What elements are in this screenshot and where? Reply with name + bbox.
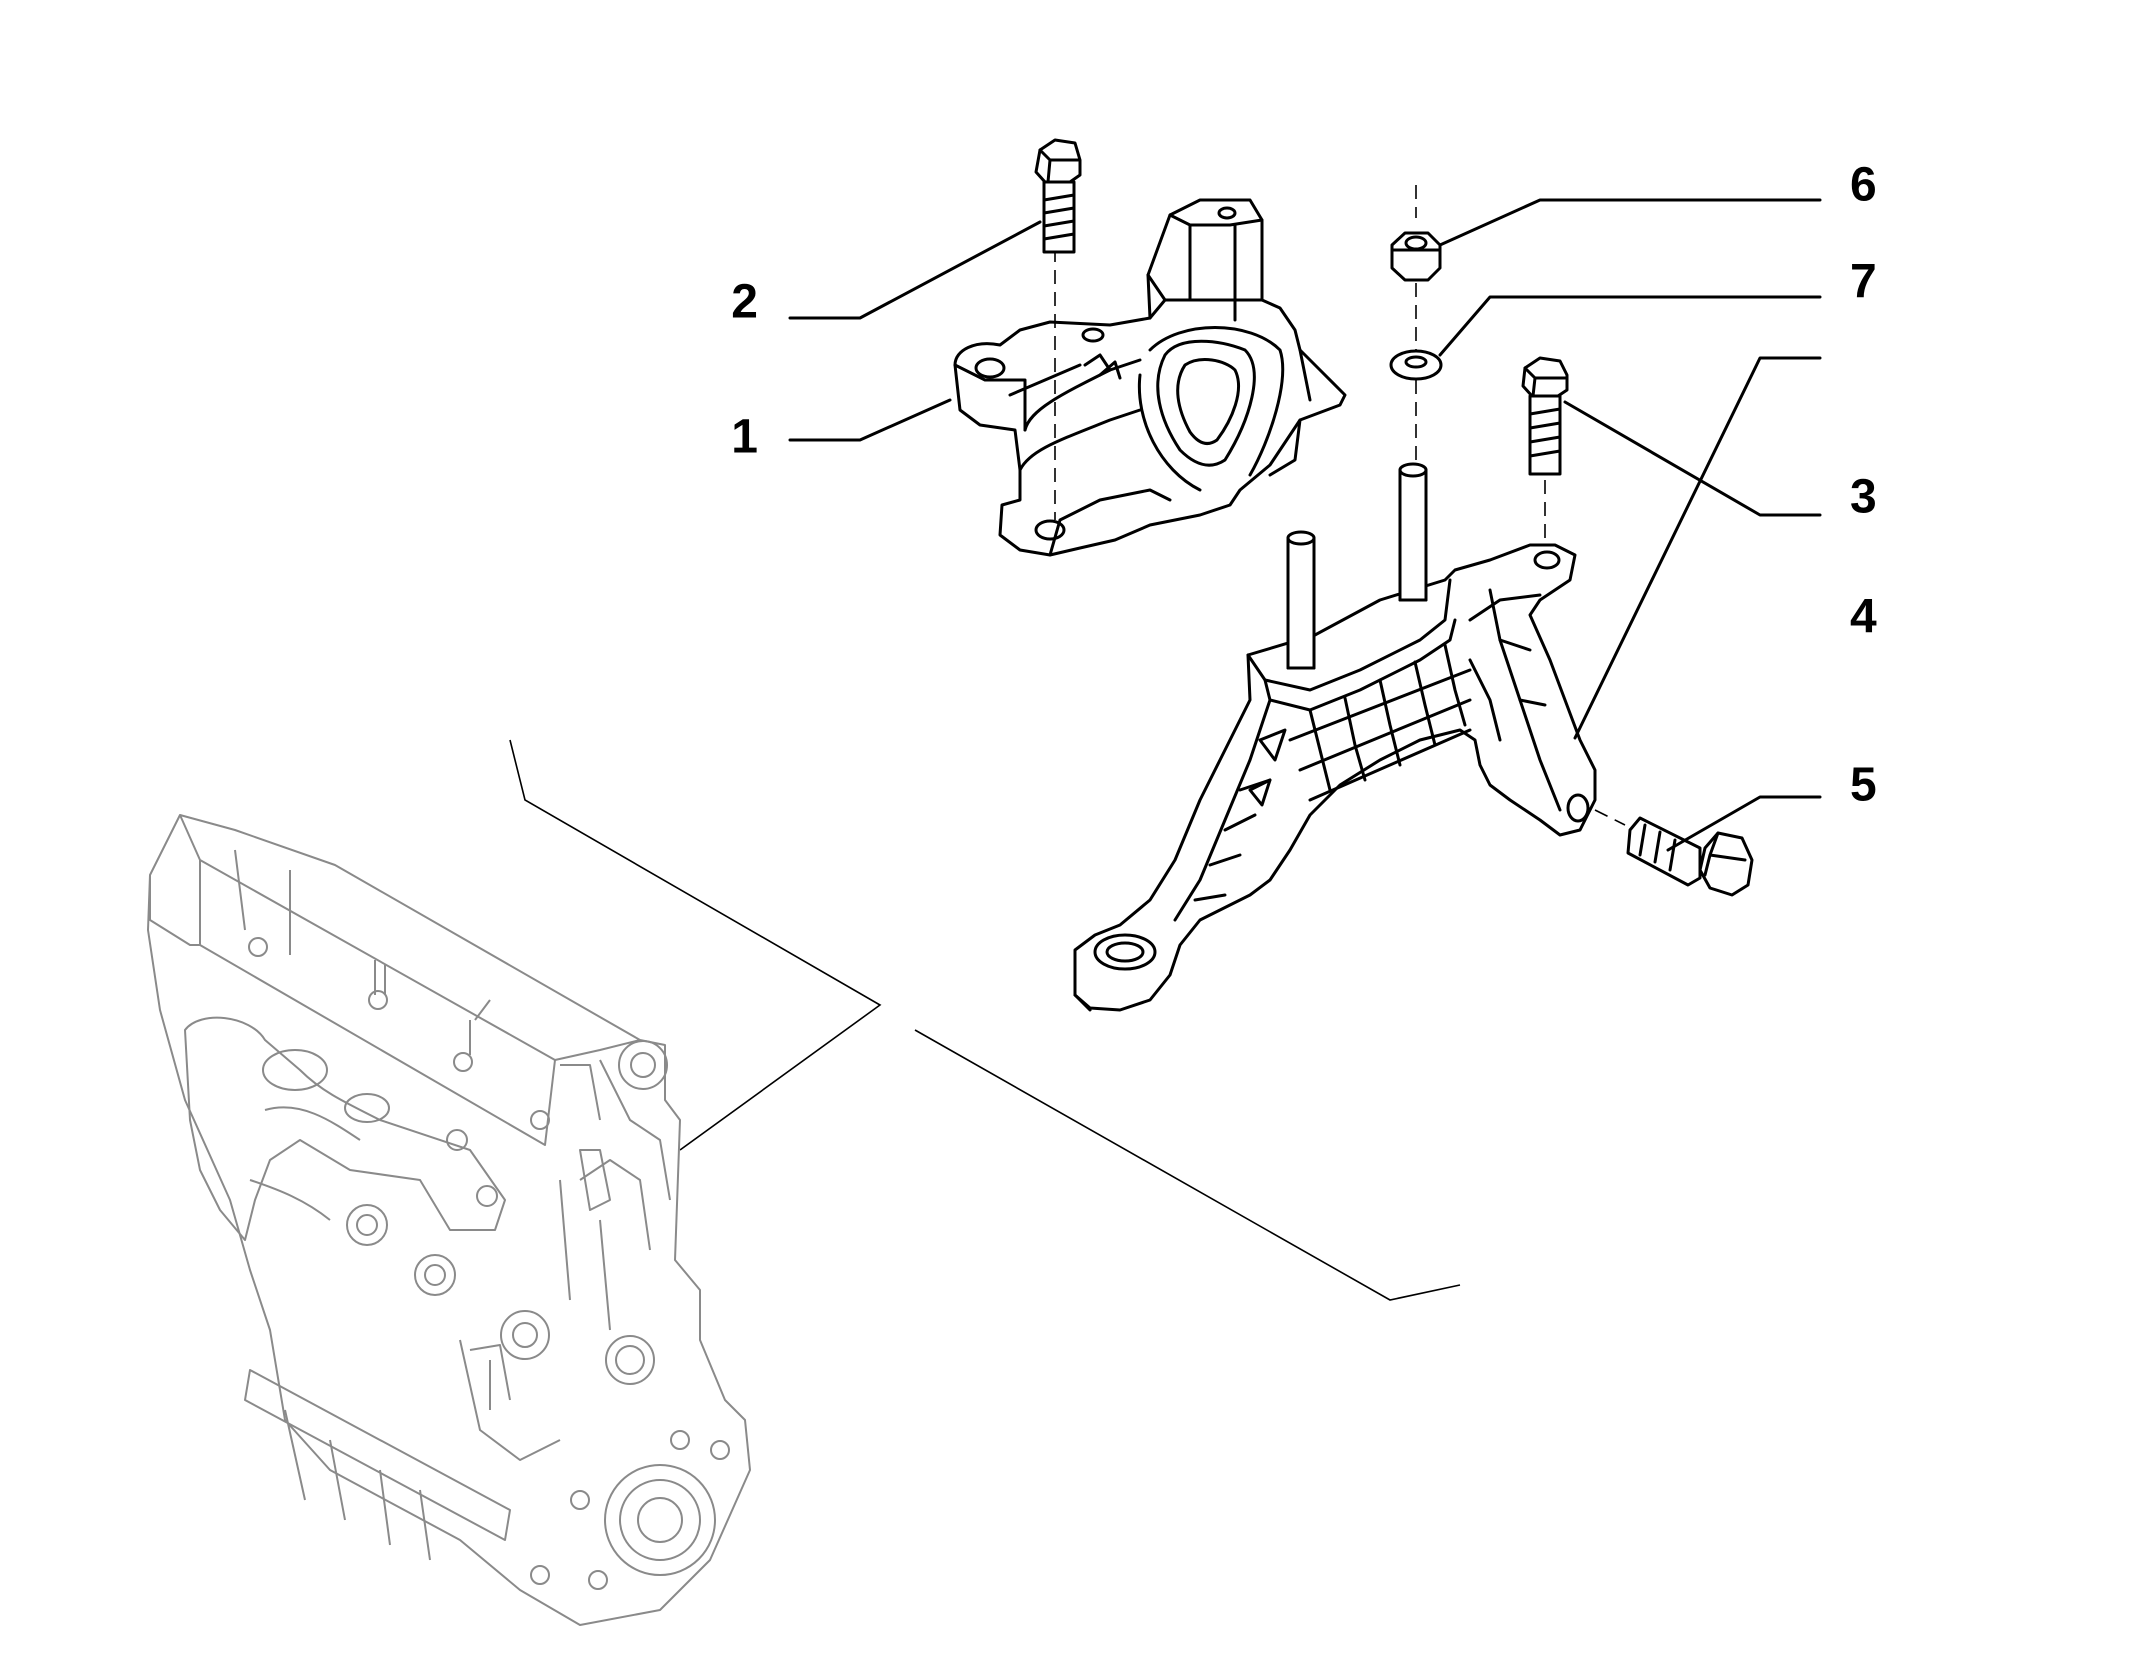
callout-1: 1 [731,411,758,464]
callout-leaders [788,198,1822,852]
hex-bolt-icon [1034,138,1082,254]
mount-bracket-icon [1073,462,1597,1012]
callout-6: 6 [1850,159,1877,212]
hex-bolt-icon [1594,809,1754,897]
engine-block-icon [147,739,1461,1626]
callout-2: 2 [731,276,758,329]
callout-3: 3 [1850,471,1877,524]
hex-bolt-icon [1521,356,1569,545]
callout-7: 7 [1850,256,1877,309]
callout-5: 5 [1850,759,1877,812]
engine-mount-icon [953,198,1347,557]
washer-icon [1389,283,1443,470]
callout-4: 4 [1850,591,1877,644]
hex-nut-icon [1390,185,1442,282]
